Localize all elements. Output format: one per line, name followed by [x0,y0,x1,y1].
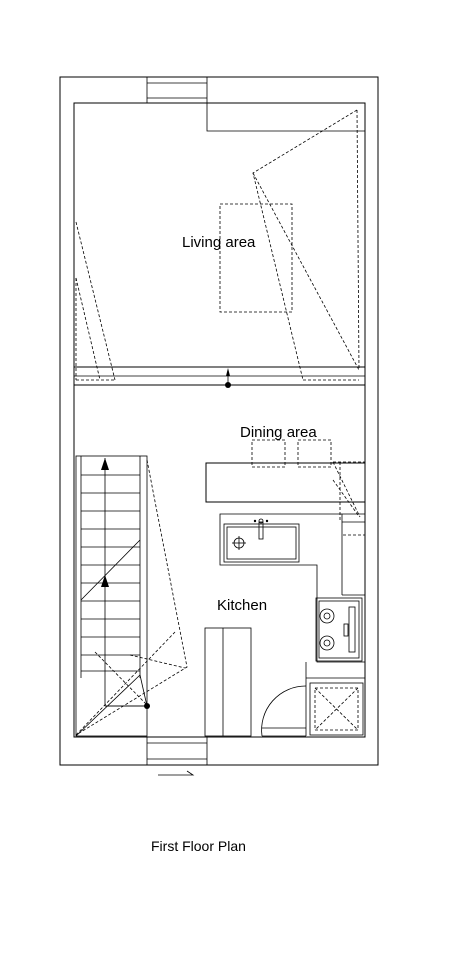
utility-room [261,662,365,737]
stairs [75,455,150,737]
living-divider [74,366,365,386]
dining-dashes [251,439,365,520]
sink [223,518,300,563]
kitchen-counter [205,462,365,663]
stair-dashes [75,459,188,736]
top-window [146,77,208,103]
dining-area-label: Dining area [240,424,317,441]
divider-pivot-icon [225,368,231,388]
outer-walls [59,76,379,766]
living-shelf [206,103,365,132]
entry-arrow-icon [158,770,195,776]
living-area-label: Living area [182,234,256,251]
fridge [204,627,252,737]
plan-title: First Floor Plan [151,838,246,854]
living-ceiling-dashes [75,109,360,381]
stove [315,597,363,662]
kitchen-label: Kitchen [217,597,267,614]
entry-door [146,737,208,765]
